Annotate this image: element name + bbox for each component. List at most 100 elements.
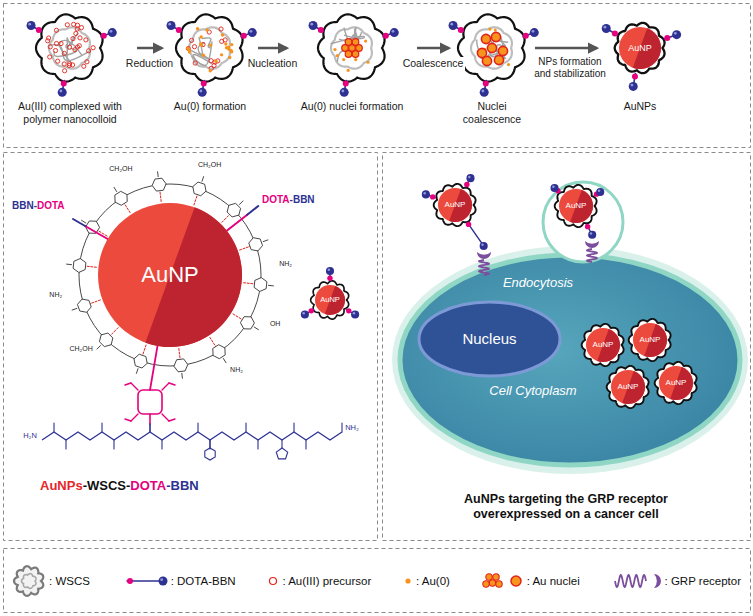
chemical-group: H₂N	[23, 431, 37, 440]
node-text: Nuclei coalescence	[452, 100, 532, 125]
bbn-ball	[480, 242, 488, 250]
dota-dot	[383, 33, 389, 39]
bond-line	[162, 414, 169, 421]
side-group	[157, 172, 159, 177]
gold-core	[559, 189, 593, 223]
text-holder: NPs formation and stabilization	[530, 56, 610, 80]
nucleus-symbol	[511, 576, 521, 586]
side-group	[223, 358, 226, 362]
text-holder: AuNP	[566, 202, 587, 210]
ball-highlight	[328, 269, 331, 272]
au3-ion	[79, 25, 83, 29]
ball-highlight	[310, 23, 313, 26]
side-chain	[293, 423, 294, 432]
side-chain	[65, 440, 66, 449]
au3-ion	[91, 46, 95, 50]
au-nucleus	[352, 51, 359, 58]
stage-illustration	[167, 14, 257, 96]
bbn-ball	[629, 82, 638, 91]
node-text: Au(0) formation	[165, 100, 255, 113]
bond-line	[162, 383, 169, 390]
gold-core	[315, 285, 345, 315]
wscs-colloid	[36, 14, 103, 81]
bbn-ball	[480, 88, 489, 97]
gold-nanoparticle: AuNP	[98, 203, 242, 347]
bond-line	[85, 226, 108, 239]
au3-ion	[54, 28, 58, 32]
bond-dashes	[233, 314, 242, 320]
side-chain	[245, 423, 246, 432]
text-holder: Coalescence	[401, 57, 466, 70]
bbn-ball	[672, 30, 681, 39]
nanoparticle-drawing	[629, 319, 671, 361]
side-group	[72, 308, 77, 310]
gold-nanoparticle: AuNP	[433, 183, 477, 227]
legend-sample	[12, 564, 46, 598]
dota-dot	[466, 222, 471, 227]
text-holder: CH₂OH	[197, 161, 222, 169]
au3-ion	[46, 39, 50, 43]
gold-core	[611, 370, 645, 404]
bond-line	[149, 424, 151, 432]
node-text: AuNP	[600, 42, 680, 54]
bond-dashes	[240, 246, 250, 250]
au3-ion	[54, 41, 58, 45]
au3-ion	[87, 49, 91, 53]
drawing-g	[615, 574, 661, 588]
stage-colloid: Au(III) complexed with polymer nanocollo…	[6, 10, 134, 125]
bond-line	[73, 219, 85, 226]
text-holder: Au(0) nuclei formation	[290, 100, 414, 113]
legend-sample	[612, 570, 662, 592]
nucleus-symbol	[489, 580, 495, 586]
drawing-g	[405, 578, 410, 583]
dota-dot	[523, 33, 529, 39]
gold-core	[659, 366, 693, 400]
legend: : WSCS: DOTA-BBN: Au(III) precursor: Au(…	[12, 556, 741, 606]
chemical-group: CH₂OH	[69, 345, 92, 353]
receptor-cup	[585, 241, 599, 248]
dota-dot	[346, 308, 351, 313]
arrow-label: Reduction	[126, 57, 173, 70]
bbn-ball	[351, 310, 359, 318]
node-text: Endocytosis	[503, 275, 573, 291]
chemical-group: CH₂OH	[198, 161, 221, 169]
gold-nanoparticle: AuNP	[554, 184, 598, 228]
wscs-shell	[655, 362, 697, 404]
dota-dot	[36, 27, 42, 33]
au0-atom	[224, 42, 227, 45]
au0-atom	[333, 48, 336, 51]
text-holder: AuNPs	[600, 100, 680, 113]
wscs-colloid	[458, 14, 525, 81]
legend-text: : WSCS	[49, 575, 90, 587]
node-text: AuNP	[566, 202, 587, 210]
gold-core	[438, 188, 472, 222]
au3-ion	[65, 23, 69, 27]
nanoparticle-drawing	[551, 184, 605, 239]
side-chain	[341, 423, 342, 432]
bbn-ball	[422, 190, 430, 198]
ball-highlight	[341, 90, 344, 93]
side-group	[254, 327, 258, 330]
side-chain	[257, 440, 258, 449]
text-holder: NH₂	[229, 366, 244, 374]
au0-atom	[230, 43, 233, 46]
drawing-g	[482, 574, 520, 587]
bbn-ball	[167, 21, 176, 30]
legend-item: : Au(0)	[403, 575, 450, 587]
cell-halo	[392, 246, 748, 474]
ball-highlight	[468, 176, 471, 179]
au0-atom	[354, 58, 357, 61]
dota-dot	[309, 308, 314, 313]
polymer-ring	[189, 27, 230, 68]
legend-sample	[403, 576, 413, 586]
au3-ion	[47, 36, 51, 40]
dota-dot	[318, 27, 324, 33]
au3-ion	[186, 46, 190, 50]
legend-sample	[267, 575, 279, 587]
au3-ion	[53, 48, 57, 52]
side-group	[202, 177, 204, 182]
au0-atom	[366, 61, 369, 64]
au0-atom	[200, 43, 203, 46]
polymer-ring	[49, 27, 90, 68]
stage-illustration	[309, 14, 399, 96]
